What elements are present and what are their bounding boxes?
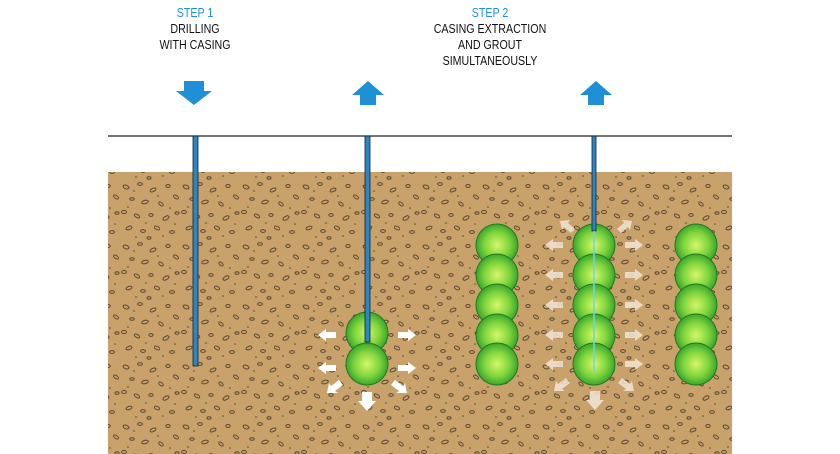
spray-arrows-left bbox=[545, 220, 575, 391]
spray-arrows-right bbox=[391, 329, 416, 393]
step-2-line-1: CASING EXTRACTION bbox=[433, 21, 547, 36]
step-1-line-1: DRILLING bbox=[170, 21, 220, 36]
spray-arrows-left bbox=[318, 329, 343, 393]
arrow-up-icon bbox=[352, 81, 384, 105]
column-start-extraction bbox=[318, 135, 416, 411]
casing-pipe bbox=[591, 135, 597, 232]
step-2-line-2: AND GROUT SIMULTANEOUSLY bbox=[442, 37, 538, 68]
spray-arrows-right bbox=[617, 220, 643, 391]
column-completed-left bbox=[475, 223, 519, 386]
step-1-label: STEP 1 DRILLING WITH CASING bbox=[146, 5, 244, 53]
column-completed-right bbox=[674, 223, 718, 386]
spray-arrow-down bbox=[358, 392, 376, 411]
column-casing-only bbox=[192, 135, 199, 367]
column-extraction-in-progress bbox=[545, 135, 643, 410]
step-2-label: STEP 2 CASING EXTRACTION AND GROUT SIMUL… bbox=[416, 5, 564, 69]
step-1-line-2: WITH CASING bbox=[159, 37, 231, 52]
spray-arrow-down bbox=[586, 391, 604, 410]
soil-layer bbox=[108, 172, 732, 454]
arrow-down-icon bbox=[176, 81, 212, 105]
step-2-title: STEP 2 bbox=[471, 5, 509, 20]
casing-pipe bbox=[364, 135, 371, 343]
step-1-title: STEP 1 bbox=[176, 5, 214, 20]
arrow-up-icon bbox=[580, 81, 612, 105]
grout-bulb bbox=[345, 342, 389, 386]
